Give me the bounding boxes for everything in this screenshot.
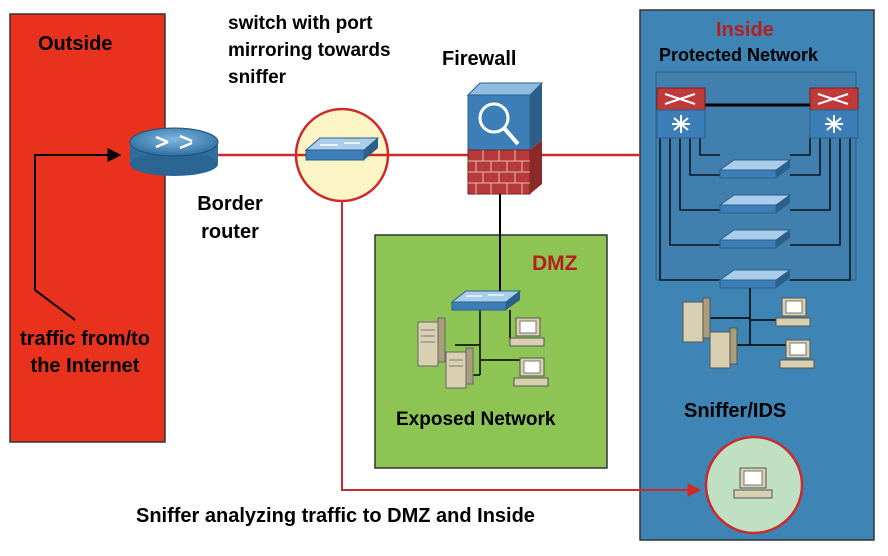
border-router-icon [129, 127, 219, 176]
traffic-arrow [34, 148, 122, 321]
dmz-zone [374, 234, 608, 469]
footer-caption: Sniffer analyzing traffic to DMZ and Ins… [136, 505, 535, 527]
outside-label: Outside [38, 33, 113, 55]
firewall-label: Firewall [442, 48, 517, 70]
inside-subtitle: Protected Network [659, 45, 819, 65]
dmz-caption: Exposed Network [396, 409, 556, 430]
dmz-topology [417, 290, 549, 389]
inside-title: Inside [716, 19, 774, 41]
dmz-title: DMZ [532, 252, 578, 275]
inside-topology [656, 87, 859, 369]
firewall-icon [466, 82, 544, 298]
sniffer-label: Sniffer/IDS [684, 400, 787, 422]
sniffer-pc-icon [733, 467, 773, 499]
router-label: Border router [197, 193, 263, 243]
mirror-path [341, 175, 702, 497]
switch-label: switch with port mirroring towards sniff… [228, 13, 391, 88]
traffic-label: traffic from/to the Internet [20, 328, 150, 377]
mirror-switch-icon [304, 137, 380, 161]
